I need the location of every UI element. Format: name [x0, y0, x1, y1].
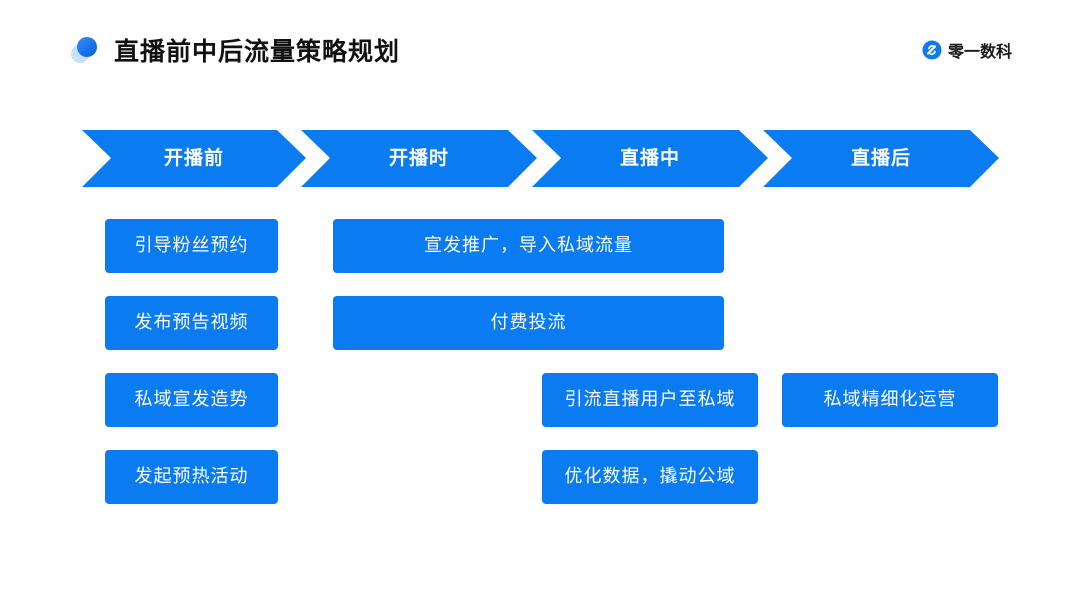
phase-chevron-4 [763, 130, 999, 187]
phase-chevron-3 [532, 130, 768, 187]
task-box-post-1: 私域精细化运营 [782, 373, 998, 427]
brand-logo-icon [922, 40, 942, 60]
phase-chevron-1 [82, 130, 306, 187]
task-box-start-2: 付费投流 [333, 296, 724, 350]
task-box-pre-1: 引导粉丝预约 [105, 219, 278, 273]
phase-label-start: 开播时 [388, 147, 449, 169]
brand: 零一数科 [922, 38, 1012, 62]
task-box-live-2: 优化数据，撬动公域 [542, 450, 758, 504]
page-title: 直播前中后流量策略规划 [114, 37, 401, 66]
phase-label-live: 直播中 [619, 147, 680, 169]
task-box-pre-3: 私域宣发造势 [105, 373, 278, 427]
task-box-start-1: 宣发推广，导入私域流量 [333, 219, 724, 273]
task-box-pre-4: 发起预热活动 [105, 450, 278, 504]
phase-chevron-2 [301, 130, 537, 187]
brand-name: 零一数科 [948, 42, 1013, 61]
task-box-pre-2: 发布预告视频 [105, 296, 278, 350]
task-box-live-1: 引流直播用户至私域 [542, 373, 758, 427]
phase-label-pre: 开播前 [163, 147, 224, 169]
phase-label-post: 直播后 [850, 147, 911, 169]
title-bullet-icon [71, 37, 97, 63]
